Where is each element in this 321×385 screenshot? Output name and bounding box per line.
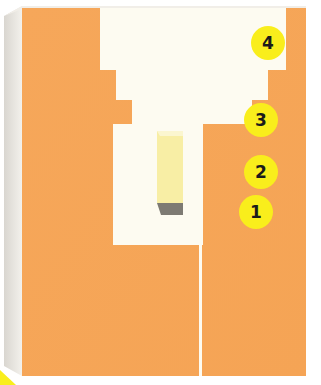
divider-line [199,245,202,376]
callout-badge: 2 [244,155,278,189]
callout-badge: 4 [251,26,285,60]
side-face [4,6,22,376]
corner-marker [0,370,16,385]
callout-number: 4 [262,35,274,52]
toggle-shadow [157,203,183,215]
toggle-highlight [157,131,183,136]
white-panel [100,8,286,245]
toggle-switch [157,131,183,203]
callout-number: 2 [255,164,267,181]
callout-number: 1 [250,204,262,221]
front-face [22,8,306,376]
callout-badge: 1 [239,195,273,229]
callout-number: 3 [255,112,267,129]
callout-badge: 3 [244,103,278,137]
